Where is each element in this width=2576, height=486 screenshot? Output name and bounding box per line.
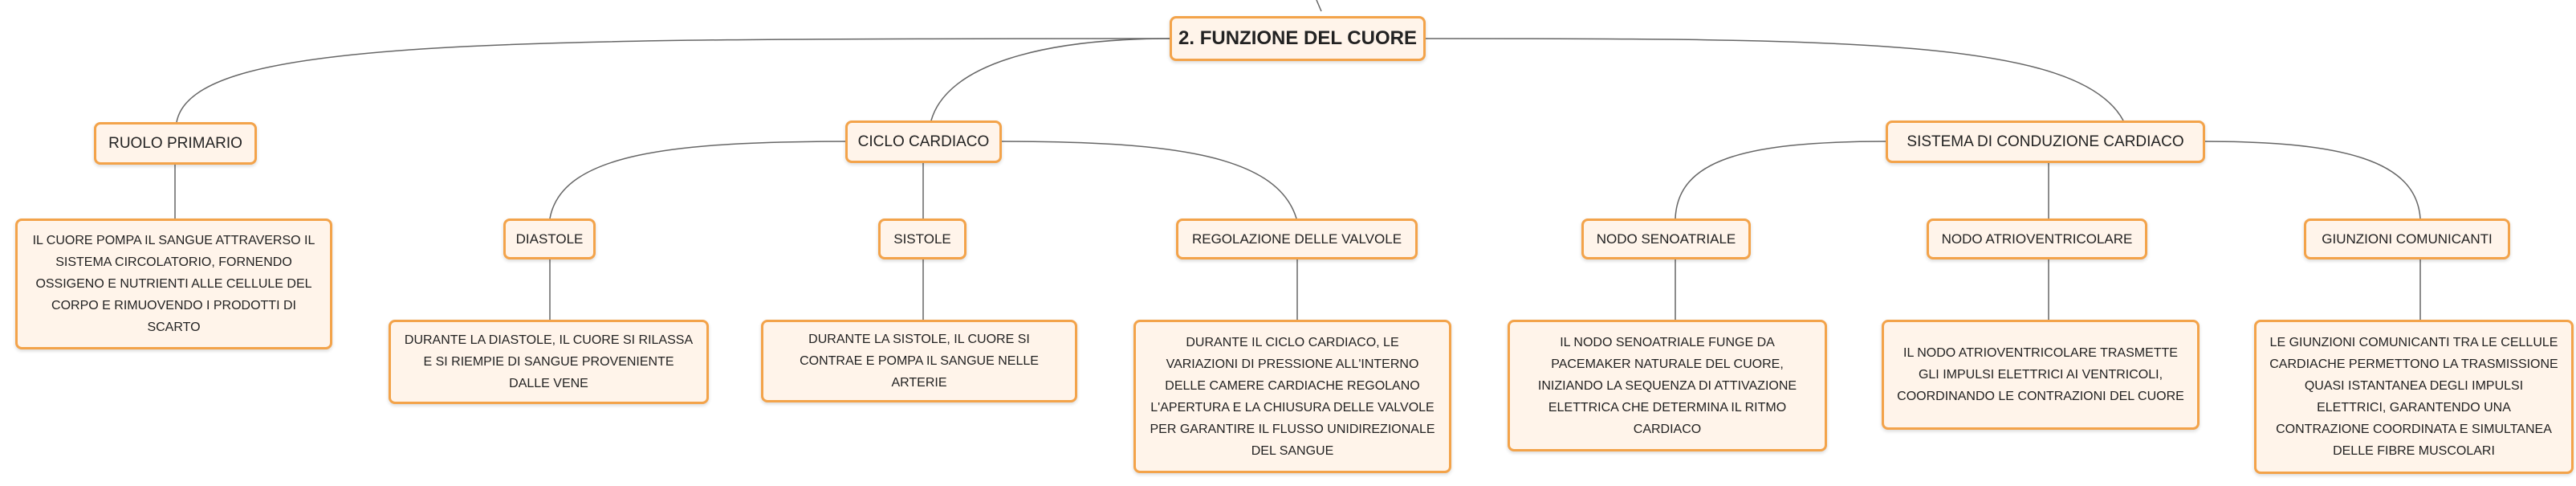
subtopic-nodo-senoatriale[interactable]: NODO SENOATRIALE xyxy=(1581,218,1751,259)
connector-sistema-senoatriale xyxy=(1675,141,1887,219)
subtopic-sistole[interactable]: SISTOLE xyxy=(878,218,967,259)
subtopic-nodo-atrioventricolare[interactable]: NODO ATRIOVENTRICOLARE xyxy=(1927,218,2147,259)
description-giunzioni-comunicanti: LE GIUNZIONI COMUNICANTI TRA LE CELLULE … xyxy=(2254,320,2574,474)
description-ruolo-primario: IL CUORE POMPA IL SANGUE ATTRAVERSO IL S… xyxy=(15,218,332,349)
category-ruolo-primario[interactable]: RUOLO PRIMARIO xyxy=(94,122,257,165)
category-ciclo-cardiaco[interactable]: CICLO CARDIACO xyxy=(845,120,1002,163)
connector-ciclo-diastole xyxy=(549,141,852,219)
connector-parent-root xyxy=(1316,0,1322,12)
description-sistole: DURANTE LA SISTOLE, IL CUORE SI CONTRAE … xyxy=(761,320,1077,402)
connector-root-ciclo xyxy=(930,38,1173,121)
category-sistema-conduzione[interactable]: SISTEMA DI CONDUZIONE CARDIACO xyxy=(1886,120,2205,163)
description-regolazione-valvole: DURANTE IL CICLO CARDIACO, LE VARIAZIONI… xyxy=(1133,320,1451,473)
connector-sistema-giunzioni xyxy=(2203,141,2421,219)
root-node[interactable]: 2. FUNZIONE DEL CUORE xyxy=(1170,16,1426,61)
subtopic-regolazione-valvole[interactable]: REGOLAZIONE DELLE VALVOLE xyxy=(1176,218,1418,259)
description-nodo-senoatriale: IL NODO SENOATRIALE FUNGE DA PACEMAKER N… xyxy=(1508,320,1827,451)
subtopic-giunzioni-comunicanti[interactable]: GIUNZIONI COMUNICANTI xyxy=(2304,218,2510,259)
connector-ciclo-valvole xyxy=(999,141,1297,219)
connector-root-sistema xyxy=(1420,38,2124,121)
subtopic-diastole[interactable]: DIASTOLE xyxy=(503,218,596,259)
description-nodo-atrioventricolare: IL NODO ATRIOVENTRICOLARE TRASMETTE GLI … xyxy=(1882,320,2200,430)
connector-root-ruolo xyxy=(176,38,1173,123)
description-diastole: DURANTE LA DIASTOLE, IL CUORE SI RILASSA… xyxy=(389,320,709,404)
